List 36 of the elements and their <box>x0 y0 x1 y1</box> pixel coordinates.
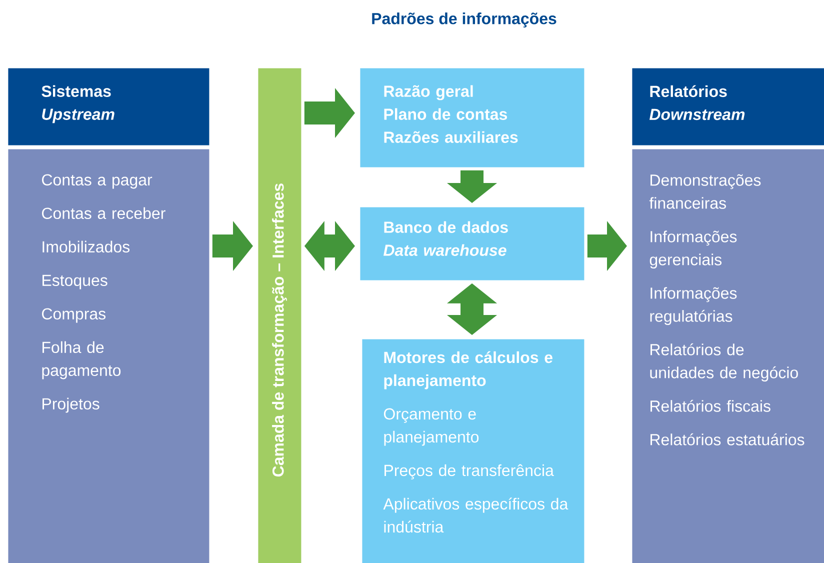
box-heading: Motores de cálculos e planejamento <box>384 351 552 390</box>
vertical-bar <box>258 68 302 563</box>
list-item: Contas a pagar <box>42 174 152 189</box>
list-panel <box>632 149 824 563</box>
list-item: Aplicativos específicos da indústria <box>383 498 568 533</box>
box-text: Plano de contas <box>384 108 507 120</box>
list-item: Estoques <box>42 274 108 290</box>
box-text: Banco de dados <box>384 221 508 233</box>
list-item: Relatórios estatuários <box>650 433 804 446</box>
list-item: Imobilizados <box>42 240 130 253</box>
list-item: Projetos <box>42 398 100 413</box>
list-panel <box>8 149 210 563</box>
header-box <box>8 68 210 146</box>
heading: Downstream <box>650 108 745 120</box>
list-item: Relatórios de unidades de negócio <box>650 343 798 382</box>
title: Padrões de informações <box>372 12 556 28</box>
box-text: Razões auxiliares <box>384 131 518 143</box>
header-box <box>632 68 824 146</box>
heading: Sistemas <box>42 85 111 97</box>
list-item: Informações regulatórias <box>650 287 737 325</box>
list-item: Contas a receber <box>42 207 166 220</box>
process-box <box>360 68 584 168</box>
list-item: Informações gerenciais <box>650 230 737 268</box>
heading: Relatórios <box>650 85 727 98</box>
list-item: Demonstrações financeiras <box>649 174 761 209</box>
process-box <box>360 207 584 280</box>
box-text: Data warehouse <box>384 244 506 256</box>
heading: Upstream <box>42 108 114 124</box>
bar-label: Camada de transformação – Interfaces <box>272 184 287 477</box>
list-item: Relatórios fiscais <box>650 400 770 412</box>
list-item: Orçamento e planejamento <box>384 408 479 446</box>
list-item: Compras <box>42 308 106 323</box>
process-box <box>362 339 584 563</box>
list-item: Folha de pagamento <box>42 341 121 380</box>
box-text: Razão geral <box>384 85 473 100</box>
list-item: Preços de transferência <box>384 464 554 480</box>
